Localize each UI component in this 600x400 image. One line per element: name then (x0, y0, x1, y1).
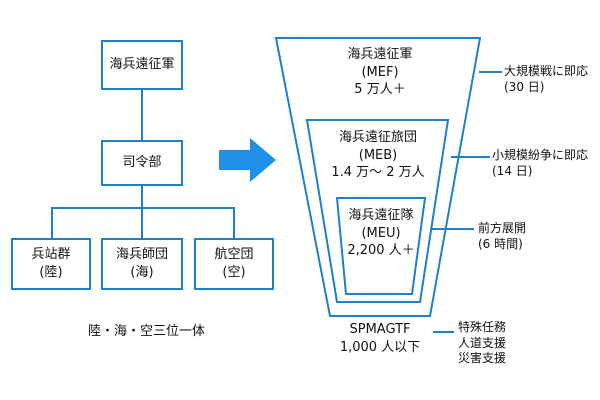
level-size: 5 万人＋ (354, 82, 406, 98)
unit-box-division: 海兵師団 (海) (101, 238, 183, 290)
note-line: 特殊任務 (458, 320, 507, 334)
note-line: 前方展開 (478, 221, 527, 235)
note-line: (14 日) (492, 163, 533, 178)
note-line: 大規模戦に即応 (504, 64, 589, 78)
readiness-note-meu: 前方展開 (6 時間) (478, 221, 526, 252)
funnel-middle (305, 119, 450, 303)
readiness-note-mef: 大規模戦に即応 (30 日) (504, 64, 588, 95)
level-name: 海兵遠征軍 (347, 47, 413, 62)
level-size: 1.4 万～ 2 万人 (331, 165, 425, 181)
level-meu: 海兵遠征隊 (MEU) 2,200 人＋ (331, 207, 431, 260)
note-line: 人道支援 (458, 335, 507, 350)
level-abbr: (MEF) (361, 64, 399, 80)
level-abbr: (MEB) (358, 147, 398, 163)
level-name: 海兵遠征隊 (348, 208, 414, 223)
connector-horizontal (51, 207, 235, 209)
note-line: 災害支援 (458, 351, 507, 366)
unit-name: 兵站群 (31, 247, 71, 263)
org-caption: 陸・海・空三位一体 (88, 324, 206, 339)
unit-branch: (陸) (39, 265, 63, 280)
unit-branch: (空) (222, 265, 246, 280)
level-size: 1,000 人以下 (339, 339, 421, 355)
level-abbr: (MEU) (361, 225, 401, 241)
hq-top-box: 海兵遠征軍 (101, 40, 183, 90)
level-size: 2,200 人＋ (347, 243, 415, 259)
level-mef: 海兵遠征軍 (MEF) 5 万人＋ (320, 46, 440, 99)
hq-middle-label: 司令部 (122, 155, 162, 171)
level-name: 海兵遠征旅団 (338, 130, 417, 145)
readiness-note-meb: 小規模紛争に即応 (14 日) (492, 148, 588, 179)
note-line: (6 時間) (478, 236, 523, 251)
note-line: (30 日) (504, 79, 545, 94)
connector-top (141, 90, 143, 140)
hq-top-label: 海兵遠征軍 (109, 57, 175, 73)
note-line: 小規模紛争に即応 (492, 148, 589, 162)
connector-right (233, 207, 235, 238)
connector-center (141, 207, 143, 238)
unit-name: 航空団 (214, 247, 254, 263)
right-arrow-icon (219, 138, 276, 182)
mission-note-spmagtf: 特殊任務 人道支援 災害支援 (458, 320, 506, 367)
unit-name: 海兵師団 (115, 247, 168, 263)
level-spmagtf: SPMAGTF 1,000 人以下 (320, 321, 440, 356)
unit-box-air-wing: 航空団 (空) (194, 238, 274, 290)
hq-middle-box: 司令部 (101, 140, 183, 186)
level-name: SPMAGTF (349, 322, 411, 337)
connector-left (51, 207, 53, 238)
funnel-outer (274, 37, 482, 317)
connector-middle (141, 186, 143, 208)
unit-branch: (海) (130, 265, 154, 280)
level-meb: 海兵遠征旅団 (MEB) 1.4 万～ 2 万人 (318, 129, 438, 182)
unit-box-logistics: 兵站群 (陸) (11, 238, 91, 290)
funnel-inner (335, 197, 427, 295)
